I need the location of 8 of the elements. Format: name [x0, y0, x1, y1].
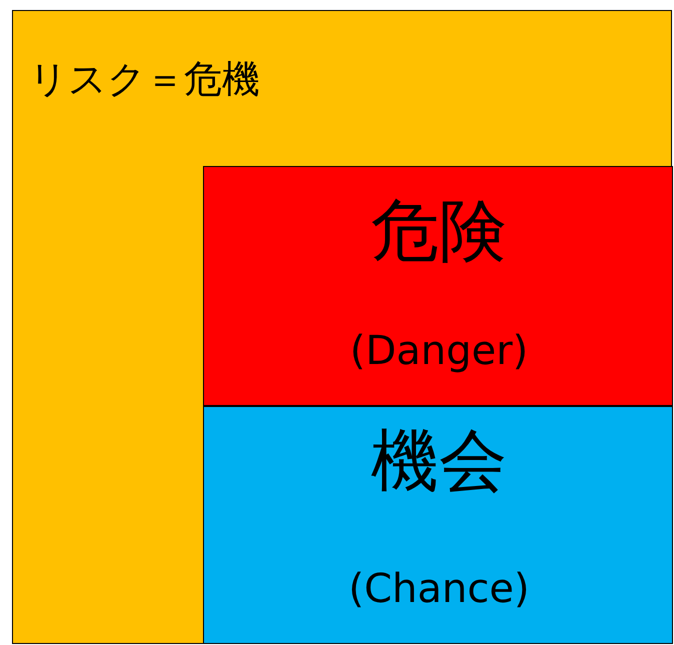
english-label: (Danger)	[350, 329, 528, 373]
english-label: (Chance)	[348, 567, 530, 611]
kanji-label: 危険	[371, 195, 507, 270]
chance-box	[203, 406, 673, 644]
kanji-label: 機会	[371, 425, 507, 500]
heading-text: リスク＝危機	[29, 59, 260, 101]
risk-panel	[12, 10, 672, 644]
danger-box	[203, 166, 673, 406]
